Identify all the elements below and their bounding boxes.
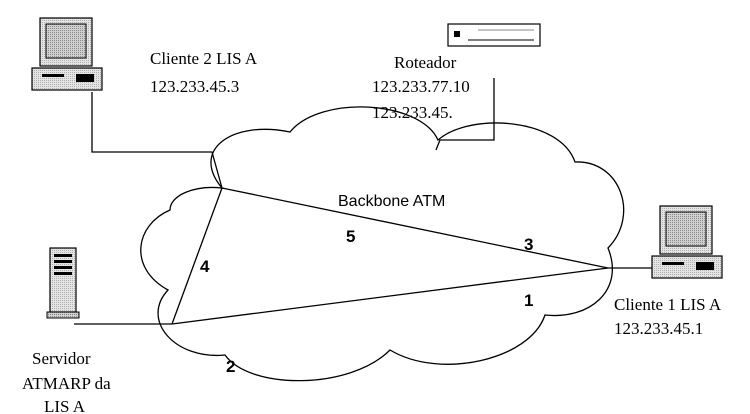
backbone-label: Backbone ATM	[338, 193, 445, 210]
client2-link	[92, 92, 222, 188]
connection-label-5: 5	[346, 227, 355, 246]
connection-label-3: 3	[524, 235, 533, 254]
connection-label-4: 4	[200, 257, 210, 276]
router-ip-2: 123.233.45.	[372, 103, 453, 122]
connection-label-1: 1	[524, 291, 533, 310]
connection-label-2: 2	[226, 357, 235, 376]
backbone-cloud	[141, 107, 624, 381]
server-label-line1: Servidor	[32, 349, 91, 368]
client2-name: Cliente 2 LIS A	[150, 49, 258, 68]
router-icon	[448, 24, 540, 46]
desktop-computer-icon	[652, 206, 722, 278]
server-label-line3: LIS A	[44, 397, 86, 414]
router-ip-1: 123.233.77.10	[372, 77, 470, 96]
client1-ip: 123.233.45.1	[614, 319, 703, 338]
client2-ip: 123.233.45.3	[150, 77, 239, 96]
server-label-line2: ATMARP da	[22, 374, 111, 393]
router-name: Roteador	[394, 53, 457, 72]
desktop-computer-icon	[32, 18, 102, 90]
client1-name: Cliente 1 LIS A	[614, 295, 722, 314]
tower-server-icon	[47, 248, 79, 318]
